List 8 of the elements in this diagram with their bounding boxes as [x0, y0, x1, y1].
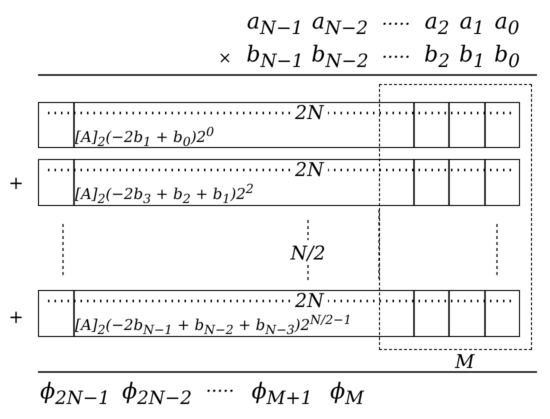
partial-product-row [38, 102, 520, 148]
formula-text: [A]$_{2}$(−2b$_{3}$ + b$_{2}$ + b$_{1}$)2$^{2}$ [75, 183, 254, 206]
row-count-label: N/2 [290, 244, 326, 264]
partial-product-row [38, 290, 520, 337]
formula-text: [A]$_{2}$(−2b$_{1}$ + b$_{0}$)2$^{0}$ [75, 126, 214, 148]
region-label: M [455, 353, 474, 372]
formula-text: [A]$_{2}$(−2b$_{N−1}$ + b$_{N−2}$ + b$_{N−3}$)2$^{N/2−1}$ [75, 314, 352, 336]
partial-product-row [38, 159, 520, 206]
